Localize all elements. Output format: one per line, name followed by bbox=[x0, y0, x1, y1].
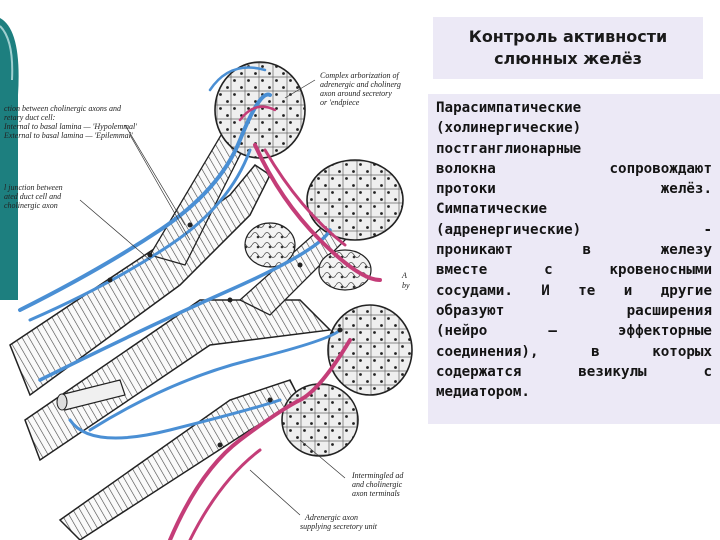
body-text-word: (нейро bbox=[436, 323, 488, 340]
slide-title-line-2: слюнных желёз bbox=[494, 49, 642, 68]
body-text-word: с bbox=[544, 262, 553, 279]
corner-accent-shape bbox=[0, 18, 19, 300]
label-intermingled-2: and cholinergic bbox=[352, 480, 403, 489]
secretory-acini bbox=[214, 61, 413, 457]
label-leader-lines bbox=[79, 79, 346, 516]
body-text-word: сопровождают bbox=[609, 160, 713, 177]
body-text-word: которых bbox=[652, 343, 712, 360]
body-text-line: проникают в железу bbox=[436, 240, 712, 260]
label-side-a: A bbox=[401, 271, 407, 280]
body-text-word: содержатся bbox=[436, 363, 522, 380]
body-text-line: соединения), в которых bbox=[436, 342, 712, 362]
slide-body-text: Парасимпатические (холинергические) постга… bbox=[428, 94, 720, 424]
body-text-word: постганглионарные bbox=[436, 140, 582, 157]
body-text-word: соединения), bbox=[436, 343, 539, 360]
body-text-word: везикулы bbox=[578, 363, 647, 380]
label-duct-junction: l junction between bbox=[4, 183, 63, 192]
body-text-line: Парасимпатические bbox=[436, 98, 712, 118]
label-intermingled: Intermingled ad bbox=[351, 471, 404, 480]
label-complex-arborization: Complex arborization of bbox=[320, 71, 400, 80]
label-complex-arborization-4: or 'endpiece bbox=[320, 98, 360, 107]
body-text-word: те bbox=[578, 282, 596, 299]
body-text-word: эффекторные bbox=[618, 323, 712, 340]
body-text-line: волокна сопровождают bbox=[436, 159, 712, 179]
slide-title-line-1: Контроль активности bbox=[468, 27, 668, 46]
body-text-word: (холинергические) bbox=[436, 120, 582, 137]
body-text-word: – bbox=[548, 323, 557, 340]
blood-vessel bbox=[56, 379, 126, 411]
body-text-line: медиатором. bbox=[436, 382, 712, 402]
body-text-word: (адренергические) bbox=[436, 221, 582, 238]
label-junction-cholinergic-2: retary duct cell: bbox=[4, 113, 56, 122]
label-side-by: by bbox=[402, 281, 410, 290]
body-text-word: железу bbox=[660, 242, 712, 259]
body-text-word: волокна bbox=[436, 160, 496, 177]
label-adrenergic-axon-2: supplying secretory unit bbox=[300, 522, 378, 531]
body-text-word: образуют bbox=[436, 302, 505, 319]
label-hypolemmal: Internal to basal lamina — 'Hypolemmal' bbox=[3, 122, 137, 131]
body-text-word: вместе bbox=[436, 262, 488, 279]
body-text-line: постганглионарные bbox=[436, 139, 712, 159]
body-text-line: (нейро – эффекторные bbox=[436, 321, 712, 341]
body-text-word: проникают bbox=[436, 242, 513, 259]
body-text-word: Симпатические bbox=[436, 201, 548, 218]
body-text-line: образуют расширения bbox=[436, 301, 712, 321]
body-text-word: другие bbox=[660, 282, 712, 299]
body-text-word: и bbox=[623, 282, 633, 299]
label-intermingled-3: axon terminals bbox=[352, 489, 400, 498]
label-junction-cholinergic: ction between cholinergic axons and bbox=[4, 104, 122, 113]
label-complex-arborization-2: adrenergic and cholinerg bbox=[320, 80, 401, 89]
figure-labels: Complex arborization of adrenergic and c… bbox=[3, 71, 410, 531]
label-epilemmal: External to basal lamina — 'Epilemmal' bbox=[3, 131, 133, 140]
body-text-word: И bbox=[541, 282, 550, 299]
cholinergic-axons bbox=[18, 66, 342, 440]
body-text-line: (адренергические) - bbox=[436, 220, 712, 240]
body-text-line: протоки желёз. bbox=[436, 179, 712, 199]
salivary-gland-innervation-figure: Complex arborization of adrenergic and c… bbox=[3, 61, 413, 540]
body-text-word: протоки bbox=[436, 181, 496, 198]
label-adrenergic-axon: Adrenergic axon bbox=[304, 513, 358, 522]
body-text-line: Симпатические bbox=[436, 199, 712, 219]
body-text-word: сосудами. bbox=[436, 282, 513, 299]
label-complex-arborization-3: axon around secretory bbox=[320, 89, 392, 98]
label-duct-junction-3: cholinergic axon bbox=[4, 201, 58, 210]
nerve-terminals bbox=[107, 222, 343, 448]
slide-title-box: Контроль активности слюнных желёз bbox=[433, 17, 703, 79]
body-text-line: содержатся везикулы с bbox=[436, 362, 712, 382]
body-text-word: - bbox=[703, 221, 712, 238]
body-text-line: (холинергические) bbox=[436, 118, 712, 138]
body-text-word: медиатором. bbox=[436, 384, 530, 401]
body-text-word: в bbox=[582, 242, 592, 259]
label-duct-junction-2: ated duct cell and bbox=[4, 192, 62, 201]
body-text-word: желёз. bbox=[660, 181, 712, 198]
body-text-word: кровеносными bbox=[609, 262, 712, 279]
body-text-word: расширения bbox=[626, 302, 712, 319]
adrenergic-axons bbox=[168, 105, 382, 540]
body-text-word: в bbox=[591, 343, 600, 360]
body-text-word: с bbox=[703, 363, 712, 380]
body-text-line: вместе с кровеносными bbox=[436, 260, 712, 280]
body-text-word: Парасимпатические bbox=[436, 100, 582, 116]
